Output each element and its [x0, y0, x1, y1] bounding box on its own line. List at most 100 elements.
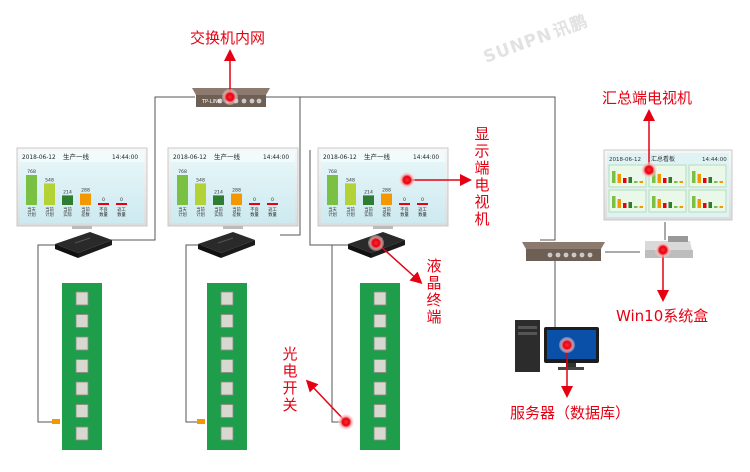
tv-bar	[345, 183, 356, 205]
label-server: 服务器（数据库）	[510, 404, 631, 422]
sensor-slot	[75, 381, 89, 396]
label-photo-switch: 光电开关	[282, 345, 298, 414]
marker-win10-box	[655, 242, 671, 258]
marker-server	[559, 337, 575, 353]
tv-bar	[399, 203, 410, 205]
label-switch-intranet: 交换机内网	[190, 29, 266, 47]
sensor-slot	[373, 291, 387, 306]
marker-display-tv	[399, 172, 415, 188]
annotation-markers	[222, 49, 671, 430]
tv-bar-label: 当天计划	[27, 206, 36, 218]
sensor-slot	[75, 426, 89, 441]
tv-bar-value: 0	[120, 197, 123, 203]
tv-bar	[249, 203, 260, 205]
sensor-slot	[220, 359, 234, 373]
tv-bar	[195, 183, 206, 205]
summary-switch	[522, 242, 605, 261]
tv-bar-value: 768	[27, 169, 36, 175]
arrow-photo-switch	[305, 379, 347, 423]
cable-switch-to-terminal-1	[110, 96, 195, 241]
tv-bar-value: 0	[403, 197, 406, 203]
marker-switch-intranet	[222, 89, 238, 105]
tv-bar-label: 返工数量	[117, 206, 126, 218]
summary-tv: 2018-06-12 汇总看板 14:44:00	[603, 149, 733, 221]
tv-bar	[80, 193, 91, 205]
tv-bar-value: 548	[196, 177, 205, 183]
tv-bar	[231, 193, 242, 205]
marker-lcd-terminal	[368, 235, 384, 251]
tv-bar	[363, 195, 374, 205]
tv-bar-value: 548	[45, 177, 54, 183]
sensor-slot	[75, 314, 89, 328]
lcd-terminal-1	[55, 232, 112, 258]
tv-bar-value: 548	[346, 177, 355, 183]
svg-text:TP-LINK: TP-LINK	[201, 99, 222, 105]
tv-bar-label: 当天计划	[328, 206, 337, 218]
tv-bar-label: 不良数量	[400, 206, 409, 218]
tv-bar	[381, 193, 392, 205]
tv-bar-label: 当前实际	[214, 206, 223, 218]
sensor-slot	[220, 404, 234, 418]
marker-summary-tv	[641, 162, 657, 178]
sensor-strip-2	[207, 283, 247, 450]
tv-time: 14:44:00	[112, 155, 138, 161]
tv-bar-label: 当前实际	[63, 206, 72, 218]
sensor-slot	[75, 336, 89, 351]
sensor-slot	[373, 336, 387, 351]
tv-bar-value: 288	[382, 188, 391, 194]
tv-bar	[26, 175, 37, 205]
tv-date: 2018-06-12	[323, 155, 357, 161]
cable-terminal1-sensor	[37, 244, 70, 423]
tv-bar	[98, 203, 109, 205]
tv-bar	[213, 195, 224, 205]
sensor-slot	[220, 381, 234, 396]
tv-bar	[267, 203, 278, 205]
tv-bar-value: 0	[102, 197, 105, 203]
tv-line-name: 生产一线	[214, 152, 241, 161]
tv-bar-value: 0	[271, 197, 274, 203]
tv-bar-label: 当前差数	[232, 206, 241, 218]
tv-line-name: 生产一线	[364, 152, 391, 161]
tv-bar-label: 当前计划	[346, 206, 355, 218]
tv-bar-label: 不良数量	[99, 206, 108, 218]
lcd-terminal-2	[198, 232, 255, 258]
summary-tv-date: 2018-06-12	[609, 157, 641, 163]
tv-bar-value: 768	[178, 169, 187, 175]
tv-bar-value: 0	[421, 197, 424, 203]
sensor-slot	[220, 314, 234, 328]
tv-bar	[177, 175, 188, 205]
summary-panel	[688, 189, 727, 213]
sensor-strip-3	[360, 283, 400, 450]
summary-panel	[608, 164, 647, 188]
summary-panel	[608, 189, 647, 213]
tv-line-name: 生产一线	[63, 152, 90, 161]
tv-bar-label: 不良数量	[250, 206, 259, 218]
tv-bar-value: 0	[253, 197, 256, 203]
tv-bar	[116, 203, 127, 205]
label-lcd-terminal: 液晶终端	[426, 257, 442, 326]
label-win10-box: Win10系统盒	[616, 307, 709, 325]
tv-bar-label: 当前差数	[81, 206, 90, 218]
sensor-slot	[75, 359, 89, 373]
tv-date: 2018-06-12	[22, 155, 56, 161]
server-pc	[515, 320, 599, 372]
sensor-slot	[373, 359, 387, 373]
summary-panel	[688, 164, 727, 188]
cable-switch-to-terminal-3	[265, 96, 556, 241]
tv-bar	[44, 183, 55, 205]
sensor-slot	[220, 291, 234, 306]
tv-bar	[327, 175, 338, 205]
arrow-lcd-terminal	[377, 243, 423, 285]
tv-time: 14:44:00	[413, 155, 439, 161]
tv-date: 2018-06-12	[173, 155, 207, 161]
tv-bar	[62, 195, 73, 205]
cable-terminal3-sensor	[331, 244, 350, 423]
tv-bar	[417, 203, 428, 205]
label-display-tv: 显示端电视机	[474, 125, 490, 228]
sensor-slot	[220, 426, 234, 441]
